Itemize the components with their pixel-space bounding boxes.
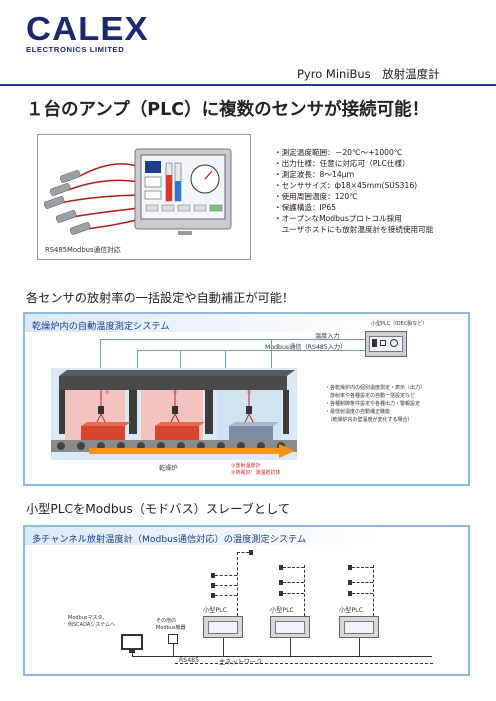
section2-subtitle: 小型PLCをModbus（モドバス）スレーブとして [26,502,291,516]
main-network-line [175,663,433,664]
wire [290,638,291,656]
spec-item: ・使用周囲温度：120℃ [274,192,358,201]
sensor-wire [283,582,304,583]
plc-device [365,331,407,357]
sensor-bus [237,552,238,616]
spec-item: ・オープンなModbusプロトコル採用 [274,214,402,223]
plc-label: 小型PLC [270,607,294,614]
section1-subtitle: 各センサの放射率の一括設定や自動補正が可能！ [26,291,295,305]
feature-note: 放射率や各種設定の自動一括設定など [325,393,416,399]
monitor-icon [121,634,143,650]
spec-item: ・センササイズ：ф18×45mm(SUS316) [274,181,418,190]
wire [173,644,174,656]
sensor-icon [211,573,215,578]
sensor-icon [348,580,352,585]
header-rule [0,84,496,86]
wire [100,339,101,369]
legend-radiation-thermometer: ①放射温度計 [231,463,261,469]
sensor-icon [279,565,283,570]
feature-note: （乾燥炉内の壁温度が変化する場合） [325,417,413,423]
plc-device [203,616,243,638]
device-icon [168,634,178,644]
feature-note: ・各種制御条件設定や各種出力・警報設定 [325,401,421,407]
sensor-wire [215,595,237,596]
sensor-wire [283,567,304,568]
legend-thermocouple: ②熱電対：測温抵抗体 [231,470,281,476]
other-devices-label-2: Modbus機器 [156,625,186,631]
calex-logo: CALEX ELECTRONICS LIMITED [26,12,148,54]
dryer-label: 乾燥炉 [159,465,178,472]
multichannel-system-title: 多チャンネル放射温度計（Modbus通信対応）の温度測定システム [32,534,307,545]
plc-label: 小型PLC [203,607,227,614]
multichannel-system-box: 多チャンネル放射温度計（Modbus通信対応）の温度測定システム Modbusマ… [23,525,470,676]
logo-subtitle: ELECTRONICS LIMITED [26,45,125,54]
sensor-icon [279,580,283,585]
product-illustration [43,148,232,235]
wire [180,350,181,369]
sensor-marker: ① [247,390,252,396]
master-label-2: 例SCADAシステムへ [68,622,116,628]
sensor-marker: ① [173,390,178,396]
sensor-bus [304,565,305,616]
spec-item: ユーザホストにも放射温度計を接続使用可能 [274,225,434,234]
other-devices-label-1: その他の [156,618,177,624]
wire [223,638,224,656]
sensor-marker: ① [105,390,110,396]
sensor-icon [211,583,215,588]
dryer-illustration [51,368,297,460]
wire [359,638,360,656]
modbus-line [137,350,365,351]
wire [137,350,138,369]
sensor-wire [352,567,373,568]
spec-item: ・保護構造：IP65 [274,203,337,212]
rs485-label: RS485 [179,657,200,664]
sensor-icon [249,550,253,555]
page-headline: １台のアンプ（PLC）に複数のセンサが接続可能！ [26,100,430,120]
wire [225,350,226,369]
product-photo [37,134,251,260]
plc-label: 小型PLC [339,607,363,614]
temp-input-label: 温度入力 [315,333,340,340]
master-label-1: Modbusマスタ、 [68,615,108,621]
sensor-bus [373,565,374,616]
wire [271,339,272,369]
sensor-wire [237,552,249,553]
box-title-band [25,314,468,332]
dryer-system-box: 乾燥炉内の自動温度測定システム 小型PLC（IDEC製など） 温度入力 Modb… [23,312,470,486]
product-name: Pyro MiniBus 放射温度計 [297,67,440,81]
sensor-wire [215,585,237,586]
modbus-label: Modbus通信（RS485入力） [265,344,347,351]
sensor-wire [215,575,237,576]
temp-input-line [100,339,365,340]
feature-note: ・最低射温度の自動補正機能 [325,409,391,415]
sensor-wire [352,582,373,583]
sensor-icon [348,591,352,596]
sensor-wire [283,593,304,594]
spec-item: ・出力仕様：任意に対応可（PLC仕様） [274,159,410,168]
sensor-icon [279,591,283,596]
feature-note: ・各乾燥炉内の個別温度測定・表示（出力） [325,385,426,391]
conveyor-arrow [89,444,295,458]
box-title-band [25,527,468,545]
logo-wordmark: CALEX [26,10,149,47]
plc-device [270,616,310,638]
spec-list: ・測定温度範囲：－20℃～+1000℃ ・出力仕様：任意に対応可（PLC仕様） … [274,147,484,235]
wire [132,651,133,656]
photo-caption: RS485Modbus通信対応 [45,246,121,254]
feature-notes: ・各乾燥炉内の個別温度測定・表示（出力） 放射率や各種設定の自動一括設定など ・… [325,384,425,424]
rs485-line [132,656,432,657]
plc-model-label: 小型PLC（IDEC製など） [371,321,428,327]
main-network-label: 主ネットワーク [219,659,263,666]
sensor-icon [211,593,215,598]
spec-item: ・測定波長：8～14μｍ [274,170,355,179]
sensor-wire [352,593,373,594]
plc-device [339,616,379,638]
sensor-icon [348,565,352,570]
spec-item: ・測定温度範囲：－20℃～+1000℃ [274,148,403,157]
dryer-system-title: 乾燥炉内の自動温度測定システム [32,321,170,332]
